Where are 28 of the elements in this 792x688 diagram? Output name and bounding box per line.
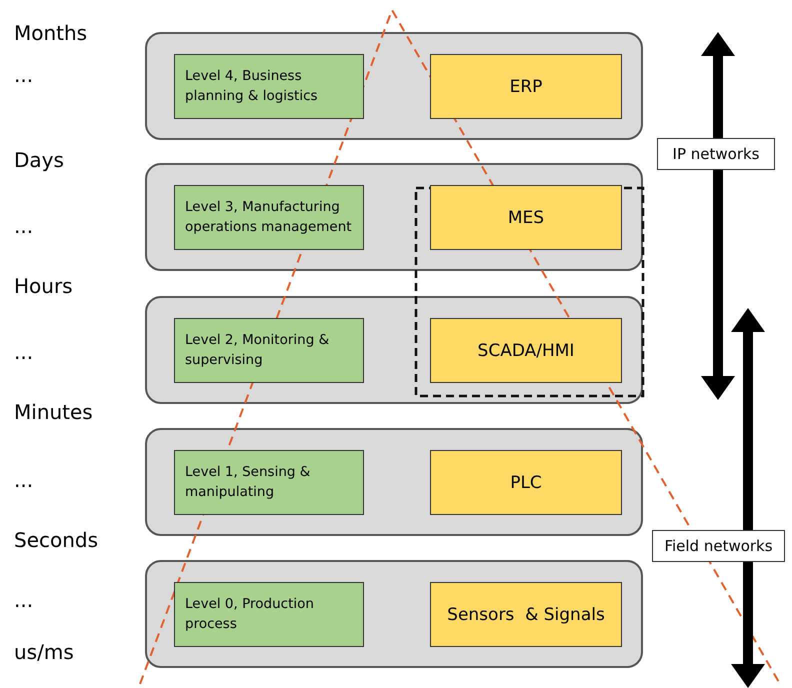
- time-scale-label: Minutes: [14, 400, 93, 424]
- level-box: Level 3, Manufacturing operations management: [174, 185, 364, 250]
- time-scale-label: ...: [14, 63, 34, 87]
- level-band: [145, 428, 643, 536]
- time-scale-label: Hours: [14, 274, 73, 298]
- level-box: Level 0, Production process: [174, 582, 364, 647]
- system-box: PLC: [430, 450, 622, 515]
- system-box: SCADA/HMI: [430, 318, 622, 383]
- level-band: [145, 560, 643, 668]
- time-scale-label: us/ms: [14, 640, 74, 664]
- network-label: IP networks: [657, 138, 775, 170]
- time-scale-label: Months: [14, 21, 88, 45]
- level-box: Level 4, Business planning & logistics: [174, 54, 364, 119]
- time-scale-label: ...: [14, 588, 34, 612]
- system-box: ERP: [430, 54, 622, 119]
- level-band: [145, 32, 643, 140]
- system-box: MES: [430, 185, 622, 250]
- network-label: Field networks: [652, 530, 785, 562]
- time-scale-label: ...: [14, 468, 34, 492]
- level-band: [145, 296, 643, 404]
- system-box: Sensors & Signals: [430, 582, 622, 647]
- time-scale-label: ...: [14, 340, 34, 364]
- time-scale-label: Seconds: [14, 528, 98, 552]
- level-box: Level 1, Sensing & manipulating: [174, 450, 364, 515]
- level-box: Level 2, Monitoring & supervising: [174, 318, 364, 383]
- time-scale-label: Days: [14, 148, 64, 172]
- level-band: [145, 163, 643, 271]
- time-scale-label: ...: [14, 214, 34, 238]
